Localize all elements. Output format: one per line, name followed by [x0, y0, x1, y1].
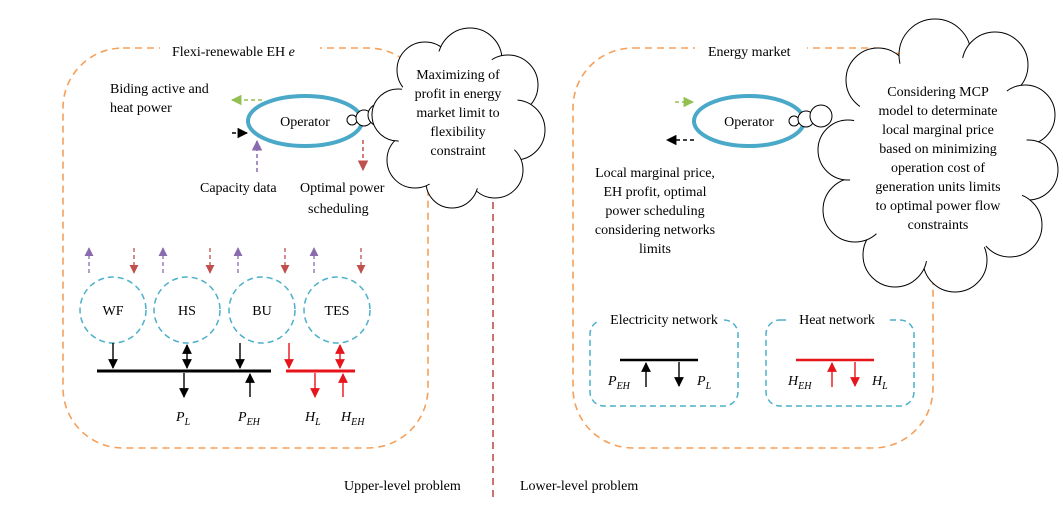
electricity-network-box [589, 319, 739, 407]
unit-hs-label: HS [178, 304, 196, 319]
heat-heh-label: HEH [787, 374, 812, 392]
capacity-label: Capacity data [200, 181, 277, 196]
heat-network-box [765, 319, 915, 407]
upper-peh-label: PEH [237, 410, 261, 428]
lower-thought-bubble-large [809, 104, 833, 128]
lower-thought-bubble-small [788, 115, 800, 127]
upper-cloud-line5: constraint [430, 144, 485, 159]
lower-result-line1: Local marginal price, [595, 166, 715, 181]
bidding-label-line2: heat power [110, 101, 172, 116]
upper-cloud-line1: Maximizing of [416, 68, 500, 83]
electricity-network-title: Electricity network [610, 313, 718, 328]
electricity-title-mask [600, 310, 724, 330]
lower-cloud-line5: operation cost of [891, 161, 985, 176]
optimal-label-line2: scheduling [308, 202, 369, 217]
unit-wf: WF [79, 247, 147, 344]
upper-level-label: Upper-level problem [344, 479, 461, 494]
lower-result-line5: limits [639, 242, 671, 257]
unit-hs: HS [153, 247, 221, 344]
electricity-pl-label: PL [696, 374, 712, 392]
upper-title: Flexi-renewable EH e [172, 45, 295, 60]
optimal-label-line1: Optimal power [300, 181, 385, 196]
bidding-label-line1: Biding active and [110, 82, 209, 97]
unit-tes: TES [303, 247, 371, 344]
heat-hl-label: HL [871, 374, 888, 392]
heat-network-title: Heat network [799, 313, 875, 328]
lower-operator-label: Operator [724, 115, 774, 130]
unit-bu: BU [228, 247, 296, 344]
lower-cloud-line1: Considering MCP [887, 85, 989, 100]
upper-pl-label: PL [175, 410, 191, 428]
upper-heh-label: HEH [340, 410, 365, 428]
upper-operator-label: Operator [280, 115, 330, 130]
unit-bu-label: BU [252, 304, 271, 319]
lower-result-line2: EH profit, optimal [603, 185, 706, 200]
lower-cloud-line8: constraints [908, 218, 969, 233]
lower-cloud-line4: based on minimizing [879, 142, 996, 157]
lower-cloud-line2: model to determinate [879, 104, 998, 119]
upper-hl-label: HL [304, 410, 321, 428]
electricity-peh-label: PEH [607, 374, 631, 392]
lower-title: Energy market [708, 45, 791, 60]
upper-cloud-line4: flexibility [430, 125, 485, 140]
lower-title-mask [695, 38, 807, 60]
upper-cloud-line3: market limit to [416, 106, 499, 121]
lower-cloud-line6: generation units limits [875, 180, 1000, 195]
lower-cloud-line7: to optimal power flow [876, 199, 1002, 214]
upper-cloud-line2: profit in energy [415, 87, 502, 102]
unit-wf-label: WF [103, 304, 124, 319]
lower-result-line4: considering networks [595, 223, 715, 238]
heat-title-mask [790, 310, 890, 330]
unit-tes-label: TES [325, 304, 350, 319]
lower-result-line3: power scheduling [605, 204, 704, 219]
lower-cloud-core [848, 54, 1028, 262]
upper-title-mask [160, 38, 320, 60]
lower-level-label: Lower-level problem [520, 479, 638, 494]
upper-thought-bubble-small [346, 114, 358, 126]
lower-cloud-line3: local marginal price [882, 123, 994, 138]
upper-cloud-core [396, 48, 520, 192]
